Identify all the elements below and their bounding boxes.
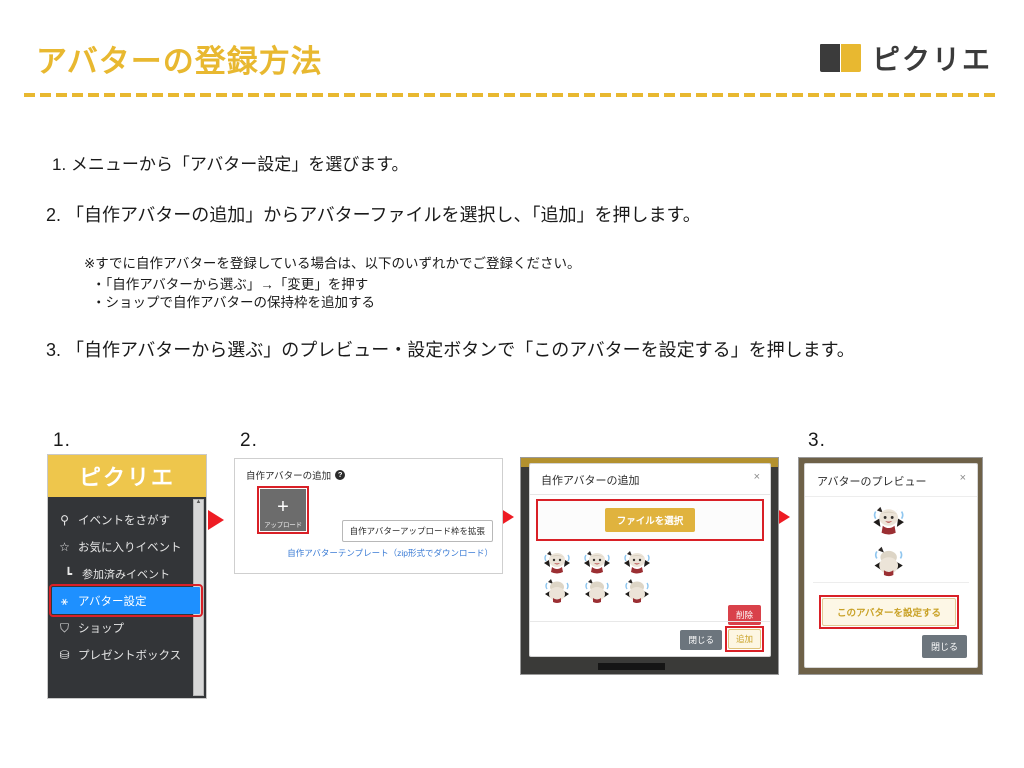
- sidebar-logo: ピクリエ: [48, 455, 206, 497]
- book-icon: [819, 44, 862, 72]
- avatar-preview-dialog: アバターのプレビュー ×: [804, 463, 978, 668]
- sidebar-item-present-box[interactable]: ⛁ プレゼントボックス: [48, 641, 206, 668]
- dialog-title: 自作アバターの追加: [541, 475, 640, 487]
- sidebar-item-shop[interactable]: ⛉ ショップ: [48, 614, 206, 641]
- screenshot-sidebar-menu: ピクリエ ⚲ イベントをさがす ☆ お気に入りイベント ┗ 参加済みイベント ⚹…: [48, 455, 206, 698]
- screenshot-add-avatar-modal: 自作アバターの追加 × ファイルを選択: [521, 458, 778, 674]
- figure-number-2: 2.: [240, 430, 258, 451]
- background-bottom-bar: [598, 663, 665, 670]
- upload-card-title: 自作アバターの追加: [246, 471, 332, 482]
- sidebar-item-avatar-settings[interactable]: ⚹ アバター設定: [49, 584, 203, 617]
- sidebar-item-label: アバター設定: [78, 595, 147, 608]
- brand-name: ピクリエ: [871, 44, 992, 75]
- person-icon: ⚹: [60, 593, 69, 608]
- sidebar-menu-list: ⚲ イベントをさがす ☆ お気に入りイベント ┗ 参加済みイベント ⚹ アバター…: [48, 497, 206, 668]
- dialog-header: 自作アバターの追加 ×: [530, 464, 770, 495]
- add-button-highlight: 追加: [724, 626, 764, 652]
- preview-dialog-title: アバターのプレビュー: [817, 476, 927, 488]
- close-icon[interactable]: ×: [753, 471, 760, 483]
- search-icon: ⚲: [60, 512, 69, 527]
- preview-sprite-stack: [805, 502, 977, 581]
- instruction-note-item-2: ・ショップで自作アバターの保持枠を追加する: [92, 295, 375, 310]
- page-header: アバターの登録方法 ピクリエ: [0, 0, 1024, 100]
- avatar-sprite[interactable]: [622, 549, 656, 575]
- instruction-note-item-1: ・「自作アバターから選ぶ」→「変更」を押す: [92, 277, 369, 292]
- sidebar-item-joined-events[interactable]: ┗ 参加済みイベント: [48, 560, 206, 587]
- preview-divider: [813, 582, 969, 583]
- screenshot-avatar-preview-modal: アバターのプレビュー ×: [799, 458, 982, 674]
- instruction-step-2: 2. 「自作アバターの追加」からアバターファイルを選択し、「追加」を押します。: [46, 205, 701, 225]
- sidebar-item-favorite-events[interactable]: ☆ お気に入りイベント: [48, 533, 206, 560]
- instruction-step-3: 3. 「自作アバターから選ぶ」のプレビュー・設定ボタンで「このアバターを設定する…: [46, 340, 855, 360]
- avatar-sprite[interactable]: [542, 549, 576, 575]
- help-icon[interactable]: ?: [335, 470, 346, 480]
- avatar-sprite[interactable]: [582, 549, 616, 575]
- dialog-footer: 閉じる 追加: [530, 621, 770, 656]
- sidebar-item-label: 参加済みイベント: [82, 568, 170, 581]
- set-avatar-button-highlight: このアバターを設定する: [819, 595, 959, 629]
- sidebar-item-search-events[interactable]: ⚲ イベントをさがす: [48, 506, 206, 533]
- upload-tile-highlight: + アップロード: [257, 486, 309, 534]
- avatar-sprite: [871, 502, 911, 540]
- sidebar-item-label: お気に入りイベント: [78, 541, 182, 554]
- gift-icon: ⛁: [59, 647, 70, 662]
- upload-tile-button[interactable]: + アップロード: [260, 489, 306, 531]
- screenshot-upload-card: 自作アバターの追加 ? + アップロード 自作アバターアップロード枠を拡張 自作…: [234, 458, 503, 574]
- page-title: アバターの登録方法: [36, 44, 323, 79]
- preview-dialog-header: アバターのプレビュー ×: [805, 464, 977, 497]
- avatar-sprite[interactable]: [622, 578, 656, 604]
- file-select-button[interactable]: ファイルを選択: [604, 508, 696, 532]
- figure-number-3: 3.: [808, 430, 826, 451]
- file-select-highlight: ファイルを選択: [536, 499, 764, 541]
- upload-card-title-row: 自作アバターの追加 ?: [246, 468, 346, 482]
- upload-tile-caption: アップロード: [264, 522, 302, 529]
- expand-upload-slots-button[interactable]: 自作アバターアップロード枠を拡張: [341, 520, 493, 542]
- sidebar-item-label: イベントをさがす: [78, 514, 170, 527]
- star-icon: ☆: [59, 539, 70, 554]
- avatar-sprite: [871, 543, 911, 581]
- close-button[interactable]: 閉じる: [680, 630, 722, 650]
- plus-icon: +: [277, 496, 289, 518]
- sidebar-item-label: プレゼントボックス: [78, 649, 182, 662]
- header-divider: [24, 93, 1000, 97]
- flow-arrow-icon: [774, 507, 790, 527]
- cart-icon: ⛉: [59, 620, 69, 635]
- flow-arrow-icon: [208, 510, 224, 530]
- avatar-sprite[interactable]: [542, 578, 576, 604]
- instruction-step-1: 1. メニューから「アバター設定」を選びます。: [52, 155, 409, 174]
- close-icon[interactable]: ×: [959, 472, 966, 484]
- instruction-note-heading: ※すでに自作アバターを登録している場合は、以下のいずれかでご登録ください。: [84, 256, 581, 271]
- delete-button[interactable]: 削除: [727, 605, 761, 625]
- avatar-sprite[interactable]: [582, 578, 616, 604]
- avatar-sprite-grid: [542, 549, 658, 605]
- set-avatar-button[interactable]: このアバターを設定する: [822, 598, 956, 626]
- figure-number-1: 1.: [53, 430, 71, 451]
- branch-icon: ┗: [64, 566, 73, 581]
- add-button[interactable]: 追加: [727, 629, 761, 649]
- avatar-template-download-link[interactable]: 自作アバターテンプレート（zip形式でダウンロード）: [287, 548, 493, 558]
- brand-logo: ピクリエ: [819, 38, 992, 78]
- preview-close-button[interactable]: 閉じる: [921, 635, 967, 658]
- background-top-strip: [521, 458, 778, 467]
- add-avatar-dialog: 自作アバターの追加 × ファイルを選択: [529, 463, 771, 657]
- sidebar-item-label: ショップ: [78, 622, 124, 635]
